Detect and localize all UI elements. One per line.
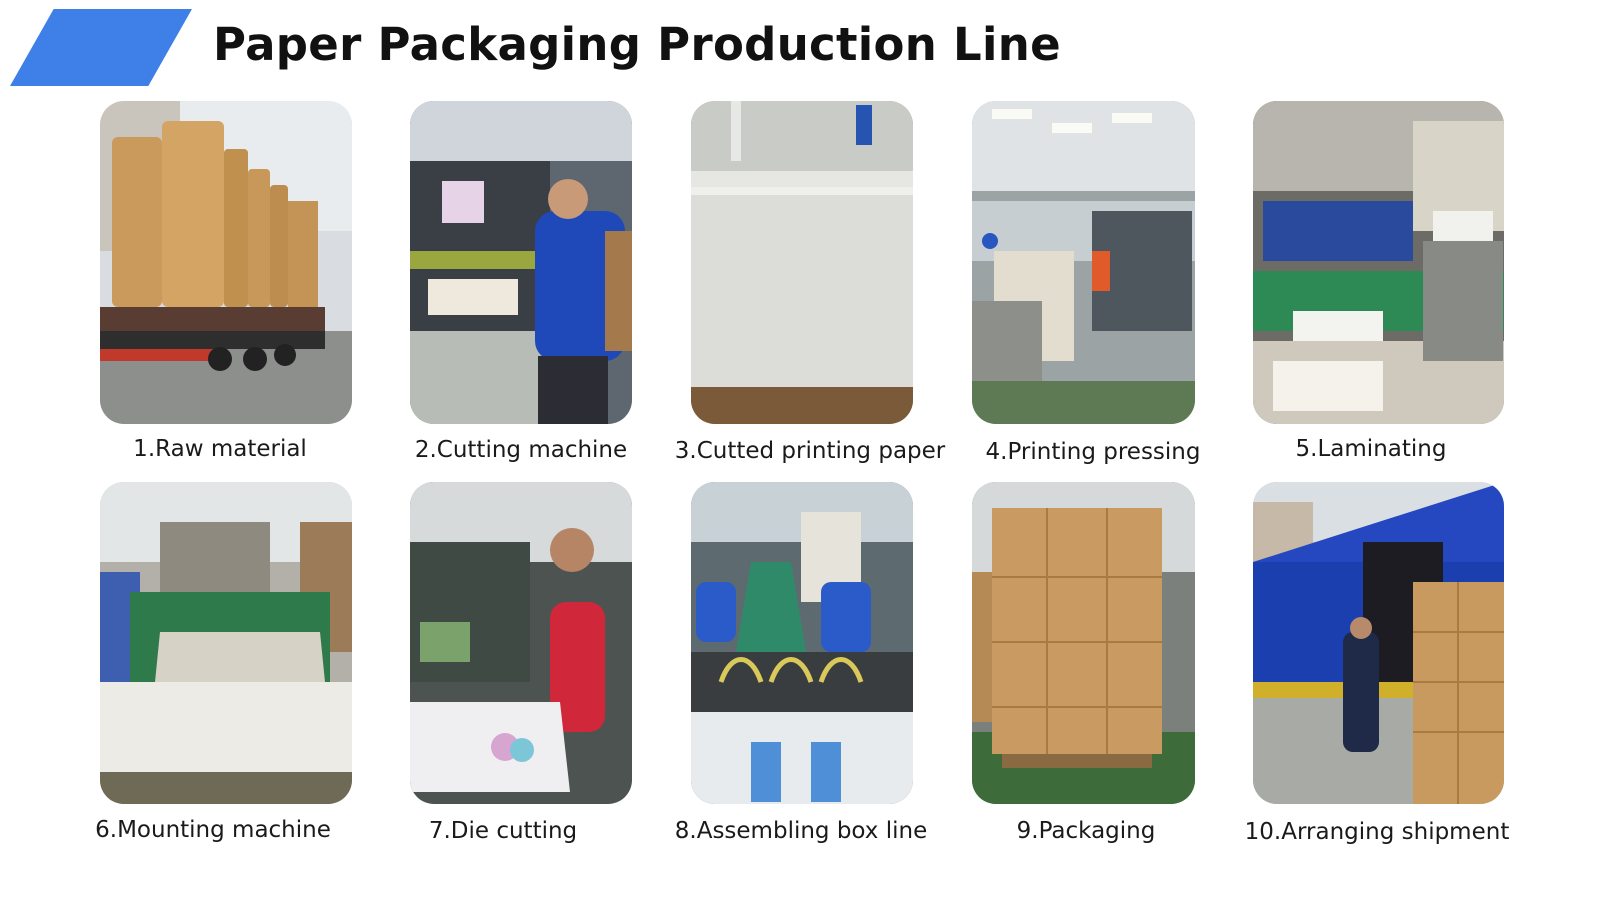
step-caption-cutting-machine: 2.Cutting machine <box>414 437 628 463</box>
arranging-shipment-photo <box>1253 482 1504 804</box>
step-caption-mounting-machine: 6.Mounting machine <box>95 817 331 843</box>
packaging-photo <box>972 482 1195 804</box>
laminating-photo <box>1253 101 1504 424</box>
cutting-machine-photo <box>410 101 632 424</box>
step-caption-assembling-box-line: 8.Assembling box line <box>674 818 928 844</box>
printing-pressing-photo <box>972 101 1195 424</box>
raw-material-photo <box>100 101 352 424</box>
mounting-machine-photo <box>100 482 352 804</box>
die-cutting-photo <box>410 482 632 804</box>
step-caption-cutted-printing-paper: 3.Cutted printing paper <box>674 438 946 464</box>
step-caption-printing-pressing: 4.Printing pressing <box>985 439 1201 465</box>
title-accent-shape <box>10 9 192 86</box>
step-caption-laminating: 5.Laminating <box>1295 436 1447 462</box>
step-caption-packaging: 9.Packaging <box>1016 818 1156 844</box>
assembling-box-line-photo <box>691 482 913 804</box>
step-caption-raw-material: 1.Raw material <box>133 436 307 462</box>
step-caption-die-cutting: 7.Die cutting <box>428 818 578 844</box>
cutted-printing-paper-photo <box>691 101 913 424</box>
page-title: Paper Packaging Production Line <box>213 18 1061 71</box>
step-caption-arranging-shipment: 10.Arranging shipment <box>1244 819 1510 845</box>
